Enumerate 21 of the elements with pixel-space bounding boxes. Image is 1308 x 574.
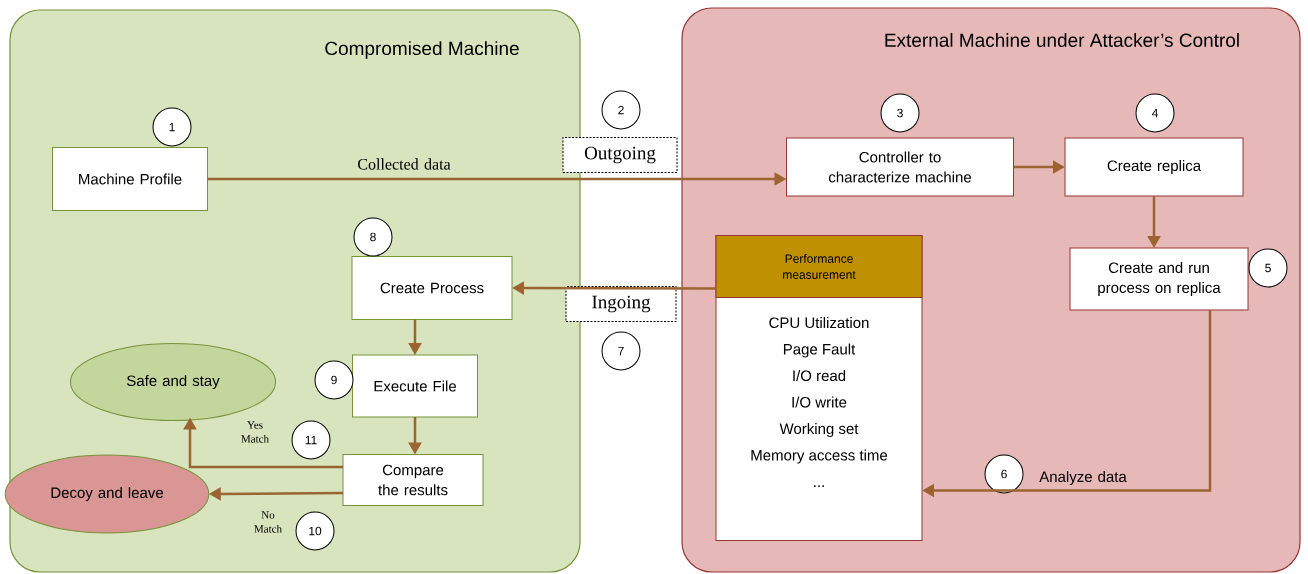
step-number: 6 bbox=[984, 454, 1024, 494]
step-number: 1 bbox=[152, 107, 192, 147]
step-number: 4 bbox=[1135, 93, 1175, 133]
dashed-label-box: Ingoing bbox=[565, 286, 677, 322]
step-number: 5 bbox=[1248, 248, 1288, 288]
edge-label: No Match bbox=[254, 511, 282, 533]
process-box: Compare the results bbox=[342, 454, 484, 506]
process-box: Create replica bbox=[1064, 137, 1244, 197]
dashed-label-box: Outgoing bbox=[562, 137, 678, 173]
step-number: 11 bbox=[291, 420, 331, 460]
measurement-table: Performance measurement CPU Utilization Page Fault I/O read I/O write Working set Memory access time ... bbox=[715, 235, 923, 541]
step-number: 9 bbox=[314, 360, 354, 400]
step-number: 10 bbox=[295, 511, 335, 551]
process-box: Controller to characterize machine bbox=[786, 137, 1014, 197]
step-number: 7 bbox=[601, 331, 641, 371]
step-number: 2 bbox=[601, 90, 641, 130]
step-number: 8 bbox=[353, 217, 393, 257]
edge-label: Analyze data bbox=[1039, 471, 1127, 485]
edge-label: Yes Match bbox=[241, 421, 269, 443]
edge-label: Collected data bbox=[358, 158, 451, 170]
step-number: 3 bbox=[880, 93, 920, 133]
